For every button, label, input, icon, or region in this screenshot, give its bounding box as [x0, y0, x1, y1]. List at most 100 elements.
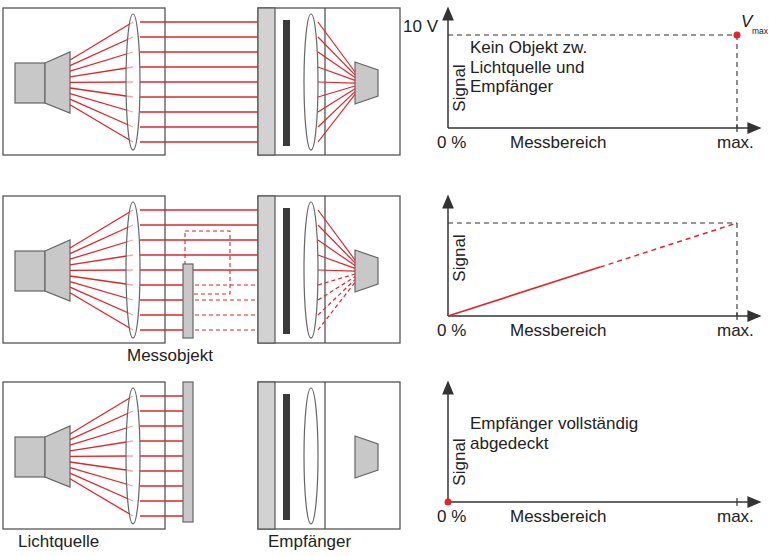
- light-beam: [140, 440, 183, 441]
- light-ray: [70, 105, 133, 142]
- light-ray: [70, 81, 133, 83]
- blocked-beam: [195, 329, 258, 330]
- light-ray: [70, 462, 133, 471]
- focused-ray: [318, 82, 355, 83]
- sensor-row: [3, 196, 400, 343]
- lamp-head: [45, 52, 70, 113]
- y-axis: [447, 202, 449, 316]
- aperture-slot: [283, 208, 290, 334]
- axis-arrow: [748, 497, 760, 507]
- part-name: Lichtquelle: [18, 532, 99, 552]
- axis-end: max.: [717, 133, 754, 153]
- light-beam: [140, 410, 183, 411]
- blocked-beam: [195, 314, 258, 315]
- focused-ray: [318, 86, 355, 97]
- light-beam: [140, 51, 258, 52]
- focused-ray: [318, 67, 355, 80]
- axis-arrow: [443, 196, 453, 208]
- axis-title: Messbereich: [510, 507, 606, 527]
- light-beam: [140, 485, 183, 486]
- axis-end: max.: [717, 321, 754, 341]
- blocked-ray: [318, 274, 355, 285]
- light-beam: [140, 81, 258, 82]
- vmax-subscript: max: [752, 27, 768, 37]
- blocked-beam: [195, 284, 258, 285]
- axis-title: Signal: [450, 234, 470, 281]
- axis-start: 0 %: [437, 507, 466, 527]
- receiver-window: [258, 196, 275, 343]
- focused-ray: [318, 92, 355, 127]
- aperture-slot: [283, 394, 290, 520]
- light-ray: [70, 479, 133, 516]
- light-beam: [140, 209, 258, 210]
- receiver-window: [258, 382, 275, 529]
- max-signal-dot: [734, 32, 741, 39]
- receiver-housing: [258, 196, 400, 343]
- receiver-lens: [304, 14, 318, 150]
- axis-tick: [736, 498, 737, 506]
- detector: [355, 436, 378, 478]
- lamp-body: [15, 63, 45, 103]
- axis-arrow: [443, 8, 453, 20]
- light-ray: [70, 455, 133, 457]
- axis-arrow: [748, 311, 760, 321]
- lamp-body: [15, 251, 45, 291]
- part-name: Empfänger: [268, 532, 351, 552]
- state-note: Empfänger vollständig abgedeckt: [470, 414, 660, 453]
- light-ray: [70, 88, 133, 97]
- light-beam: [140, 21, 258, 22]
- light-beam: [140, 254, 258, 255]
- lamp-head: [45, 240, 70, 301]
- light-beam: [140, 284, 183, 285]
- emitter-lens: [126, 202, 140, 338]
- axis-title: Messbereich: [510, 133, 606, 153]
- x-axis: [448, 315, 752, 317]
- lamp-head: [45, 426, 70, 487]
- light-beam: [140, 395, 183, 396]
- light-beam: [140, 111, 258, 112]
- axis-title: Signal: [450, 64, 470, 111]
- axis-start: 0 %: [437, 321, 466, 341]
- detector: [355, 250, 378, 292]
- sensor-row: [3, 8, 400, 155]
- receiver-window: [258, 8, 275, 155]
- axis-arrow: [443, 382, 453, 394]
- light-beam: [140, 239, 258, 240]
- focused-ray: [318, 270, 355, 271]
- light-beam: [140, 96, 258, 97]
- zero-signal-dot: [445, 499, 452, 506]
- state-note: Kein Objekt zw. Lichtquelle und Empfänge…: [470, 38, 620, 97]
- light-beam: [140, 141, 258, 142]
- light-beam: [140, 425, 183, 426]
- lamp-body: [15, 437, 45, 477]
- receiver-lens: [304, 202, 318, 338]
- signal-chart: [443, 8, 760, 133]
- light-beam: [140, 269, 258, 270]
- housing-divider: [324, 382, 325, 529]
- light-beam: [140, 515, 183, 516]
- sensor-row: [3, 382, 400, 529]
- max-range-line: [736, 223, 737, 316]
- voltage-value: 10 V: [403, 17, 438, 37]
- signal-chart: [443, 382, 760, 507]
- light-beam: [140, 224, 258, 225]
- focused-ray: [318, 255, 355, 268]
- light-beam: [140, 299, 183, 300]
- light-ray: [70, 255, 133, 265]
- part-name: Messobjekt: [127, 346, 213, 366]
- receiver-housing: [258, 382, 400, 529]
- blocked-ray: [318, 282, 355, 330]
- light-beam: [140, 314, 183, 315]
- focused-ray: [318, 94, 355, 142]
- aperture-slot: [283, 20, 290, 146]
- max-range-line: [736, 35, 737, 128]
- y-axis: [447, 14, 449, 128]
- signal-chart: [443, 196, 760, 321]
- signal-line-projected: [600, 223, 737, 267]
- blocked-beam: [195, 299, 258, 300]
- light-beam: [140, 455, 183, 456]
- emitter-lens: [126, 388, 140, 524]
- blocked-ray: [318, 280, 355, 315]
